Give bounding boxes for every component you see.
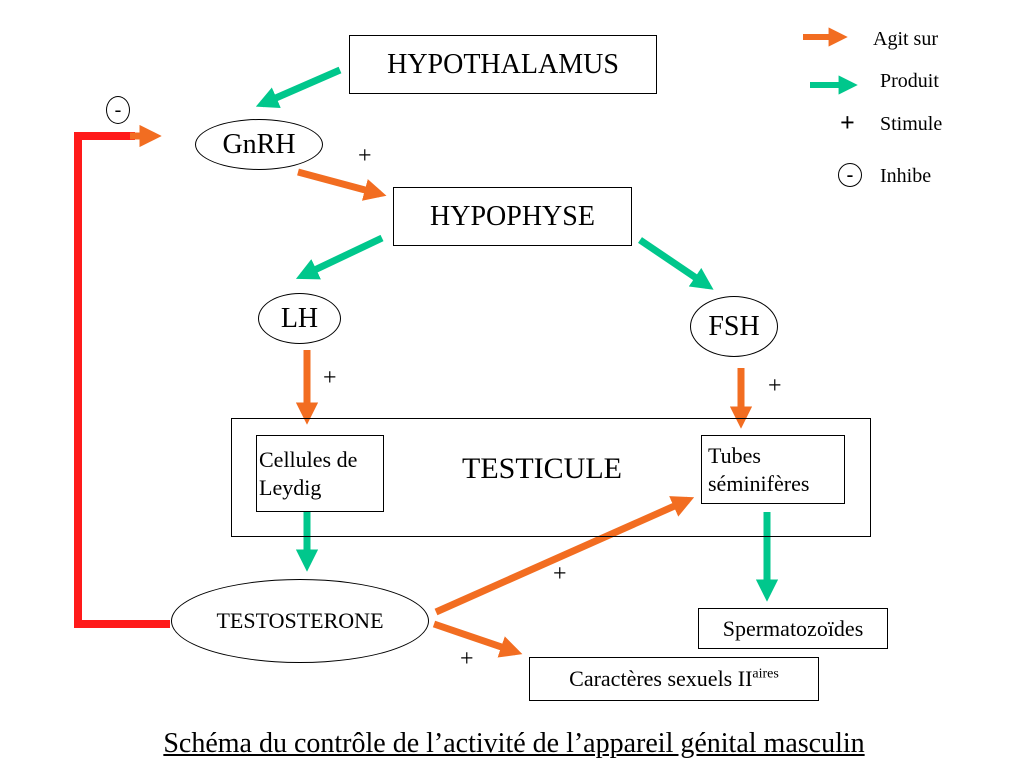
caracteres-label: Caractères sexuels IIaires <box>569 666 779 692</box>
leydig-box: Cellules de Leydig <box>256 435 384 512</box>
hypophyse-box: HYPOPHYSE <box>393 187 632 246</box>
testicule-box <box>231 418 871 537</box>
testosterone-label: TESTOSTERONE <box>216 608 384 633</box>
plus-sign-lh-leydig: + <box>323 365 337 391</box>
legend-produit-label: Produit <box>880 70 939 92</box>
caracteres-superscript: aires <box>752 666 779 682</box>
legend-stimule-symbol: + <box>840 108 855 137</box>
spermatozoides-label: Spermatozoïdes <box>722 615 864 641</box>
legend-inhibe-label: Inhibe <box>880 165 932 187</box>
plus-sign-fsh-tubes: + <box>768 373 782 399</box>
spermatozoides-box: Spermatozoïdes <box>698 608 888 649</box>
legend-inhibe-symbol: - <box>838 163 862 187</box>
arrow-testosterone-tubes <box>434 496 695 616</box>
testosterone-oval: TESTOSTERONE <box>171 579 429 663</box>
leydig-label-line1: Cellules de <box>259 446 358 472</box>
hypophyse-label: HYPOPHYSE <box>430 200 595 232</box>
legend-stimule-label: Stimule <box>880 113 943 135</box>
feedback-line <box>74 132 170 628</box>
plus-sign-testosterone-tubes: + <box>553 561 567 587</box>
fsh-label: FSH <box>708 310 760 342</box>
arrow-testosterone-caracteres <box>432 620 523 658</box>
hypothalamus-label: HYPOTHALAMUS <box>387 48 619 80</box>
legend-agit-sur-label: Agit sur <box>873 28 938 50</box>
diagram-caption: Schéma du contrôle de l’activité de l’ap… <box>163 728 865 759</box>
lh-oval: LH <box>258 293 341 344</box>
fsh-oval: FSH <box>690 296 778 357</box>
testicule-label: TESTICULE <box>462 452 622 485</box>
arrow-gnrh-hypophyse <box>297 168 387 201</box>
leydig-label-line2: Leydig <box>259 474 322 500</box>
tubes-label-line1: Tubes <box>708 442 761 468</box>
caracteres-main-text: Caractères sexuels II <box>569 666 753 691</box>
lh-label: LH <box>280 302 319 334</box>
plus-sign-gnrh-hypophyse: + <box>358 143 372 169</box>
plus-sign-testosterone-caracteres: + <box>460 646 474 672</box>
arrow-hypothalamus-gnrh <box>255 66 342 109</box>
gnrh-oval: GnRH <box>195 119 323 170</box>
arrow-hypophyse-lh <box>295 234 384 280</box>
tubes-label-line2: séminifères <box>708 470 810 496</box>
tubes-box: Tubes séminifères <box>701 435 845 504</box>
gnrh-label: GnRH <box>222 128 296 160</box>
caracteres-box: Caractères sexuels IIaires <box>529 657 819 701</box>
inhibe-sign-feedback: - <box>106 96 130 124</box>
arrow-hypophyse-fsh <box>638 237 714 290</box>
hypothalamus-box: HYPOTHALAMUS <box>349 35 657 94</box>
